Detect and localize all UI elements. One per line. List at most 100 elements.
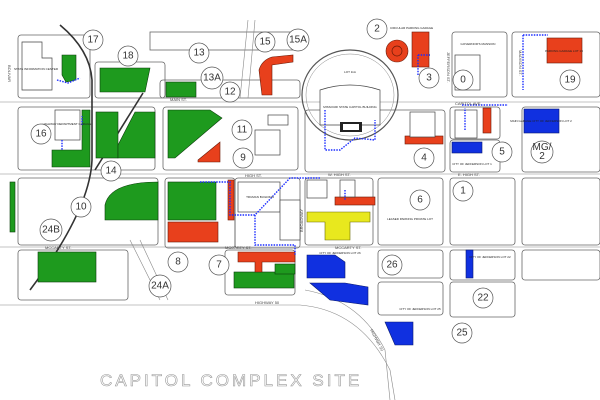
jefferson-st-label: JEFFERSON ST. <box>446 52 451 83</box>
lot-marker-label: 0 <box>460 75 466 86</box>
lot-marker-label: 13 <box>193 48 205 59</box>
lot-marker-label: 7 <box>216 260 222 271</box>
lot-marker-circle <box>232 147 254 169</box>
lot-marker-label: 19 <box>564 75 576 86</box>
lot-marker-26: 26 <box>381 254 403 276</box>
lot-marker-circle <box>381 254 403 276</box>
lot-marker-label: 22 <box>477 293 489 304</box>
highway-garage-label: HIGHWAY DEPARTMENT GARAGE <box>43 122 92 126</box>
lot-marker-label: 8 <box>175 257 181 268</box>
lot-marker-circle <box>219 81 241 103</box>
lot-marker-circle <box>231 119 253 141</box>
lot-marker-19: 19 <box>559 69 581 91</box>
madison-st-label: MADISON ST. <box>518 50 523 76</box>
lot-marker-circle <box>117 45 139 67</box>
buildings <box>21 41 481 241</box>
lot-marker-11: 11 <box>231 119 253 141</box>
lot-marker-circle <box>82 29 104 51</box>
lot-marker-circle <box>30 123 52 145</box>
broadway-label: BROADWAY <box>299 209 304 232</box>
lot-marker-circle <box>530 140 554 164</box>
lot-marker-label: 3 <box>426 73 432 84</box>
lot-marker-label: 14 <box>105 166 117 177</box>
lot-marker-label: 1 <box>460 186 466 197</box>
lot-marker-label: 2 <box>374 24 380 35</box>
lot-marker-circle <box>100 160 122 182</box>
city-lot-22-label: CITY OF JEFFERSON LOT 22 <box>469 255 511 259</box>
lot-11a-label: LOT 11A <box>344 70 356 74</box>
lot-marker-0: 0 <box>452 69 474 91</box>
lot-marker-label: 4 <box>421 153 427 164</box>
mccarty-st-east-label: MCCARTY ST. <box>335 245 362 250</box>
governors-mansion-label: GOVERNOR'S MANSION <box>461 42 496 46</box>
lot-marker-circle <box>409 189 431 211</box>
lot-marker-label: 24B <box>42 225 60 236</box>
lot-marker-label: 15 <box>259 37 271 48</box>
capitol-grounds <box>301 49 399 141</box>
lot-marker-label: 18 <box>122 51 134 62</box>
lot-marker-circle <box>208 254 230 276</box>
lot-marker-18: 18 <box>117 45 139 67</box>
lot-marker-2: 2 <box>366 18 388 40</box>
main-garage-label: MAIN GARAGE CITY OF JEFFERSON LOT 2 <box>510 119 572 123</box>
city-lot-25-label: CITY OF JEFFERSON LOT 25 <box>399 307 441 311</box>
lot-marker-label: 26 <box>386 260 398 271</box>
lot-marker-16: 16 <box>30 123 52 145</box>
truman-label: TRUMAN BUILDING <box>246 195 275 199</box>
highway-50-label: HIGHWAY 50 <box>255 300 280 305</box>
lot-marker-label: 11 <box>237 125 248 136</box>
lot-marker-label: MG/ <box>533 142 552 153</box>
lot-marker-circle <box>413 147 435 169</box>
lot-marker-3: 3 <box>418 67 440 89</box>
lot-marker-label: 12 <box>224 87 236 98</box>
walking-paths <box>56 34 548 256</box>
lot-marker-24B: 24B <box>39 218 63 242</box>
mccarty-st-west-label: MCCARTY ST. <box>45 245 72 250</box>
lot-marker-1: 1 <box>452 180 474 202</box>
city-lot-1-label: CITY OF JEFFERSON LOT 1 <box>452 162 492 166</box>
lot-marker-label: 13A <box>203 73 221 84</box>
lot-marker-label: 5 <box>499 147 505 158</box>
city-parking-lots <box>306 108 560 346</box>
lot-marker-circle <box>167 251 189 273</box>
lot-marker-4: 4 <box>413 147 435 169</box>
circular-garage-label: CIRCULAR PARKING GARAGE <box>390 26 433 30</box>
lot-marker-circle <box>366 18 388 40</box>
lot-marker-13: 13 <box>188 42 210 64</box>
mccarty-st-center-label: MCCARTY ST. <box>225 245 252 250</box>
lot-marker-circle <box>559 69 581 91</box>
w-high-street-label: W. HIGH ST. <box>328 172 351 177</box>
state-garages <box>167 31 583 273</box>
lot-marker-circle <box>472 287 494 309</box>
main-street-label: MAIN ST. <box>170 97 187 102</box>
lot-marker-circle <box>70 196 92 218</box>
high-street-label: HIGH ST. <box>245 173 262 178</box>
bolivar-label: BOLIVAR <box>7 65 12 82</box>
capitol-ave-label: CAPITOL AVE. <box>455 101 482 106</box>
private-lot-label: LEASED PARKING PRIVATE LOT <box>387 217 433 221</box>
lot-marker-label: 2 <box>539 151 545 162</box>
state-parking-lots <box>9 54 296 289</box>
parking-garage-19-label: PARKING GARAGE LOT 19 <box>545 49 583 53</box>
e-high-street-label: E. HIGH ST. <box>458 172 480 177</box>
lot-marker-circle <box>254 31 276 53</box>
lot-marker-14: 14 <box>100 160 122 182</box>
lot-marker-circle <box>39 218 63 242</box>
state-info-center-label: STATE INFORMATION CENTER <box>14 67 59 71</box>
lot-marker-circle <box>188 42 210 64</box>
lot-marker-circle <box>452 69 474 91</box>
lot-marker-25: 25 <box>451 322 473 344</box>
lot-marker-label: 10 <box>75 202 87 213</box>
lot-marker-label: 15A <box>289 35 307 46</box>
lot-marker-MG2: MG/2 <box>530 140 554 164</box>
lot-marker-7: 7 <box>208 254 230 276</box>
private-parking-lot <box>306 211 371 241</box>
lot-marker-label: 17 <box>87 35 99 46</box>
map-title: CAPITOL COMPLEX SITE <box>100 371 362 390</box>
lot-marker-label: 9 <box>240 153 246 164</box>
lot-marker-circle <box>148 274 172 298</box>
lot-marker-label: 25 <box>456 328 468 339</box>
lot-marker-circle <box>491 141 513 163</box>
lot-marker-17: 17 <box>82 29 104 51</box>
